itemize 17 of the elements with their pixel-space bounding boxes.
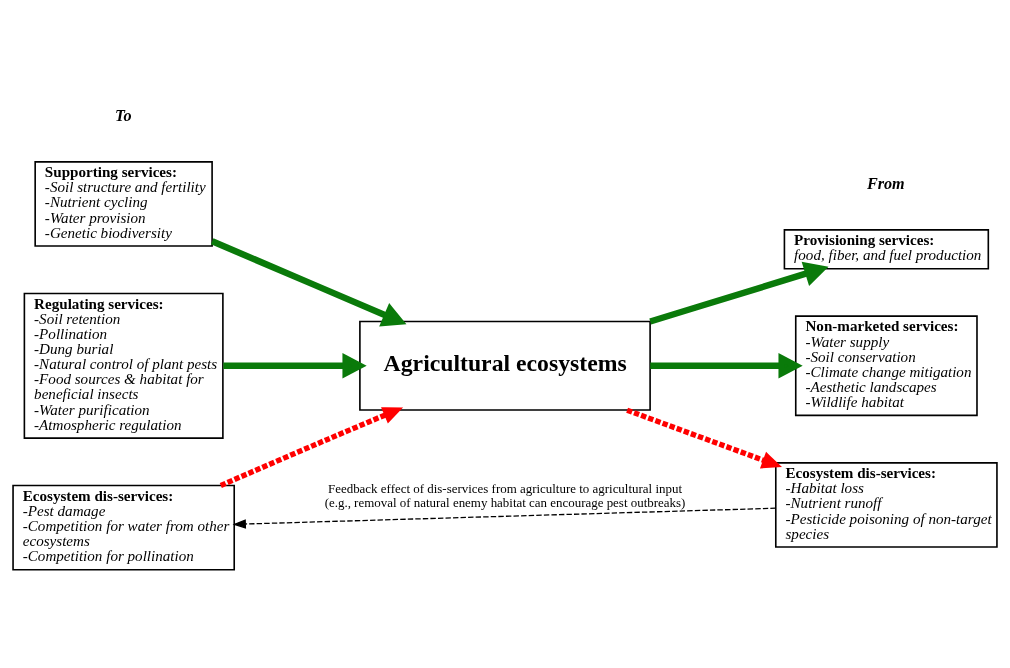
node-box: Ecosystem dis-services: -Pest damage -Competition for water from other ecosystems -Competition for pollination [12,484,235,570]
node-box: Ecosystem dis-services: -Habitat loss -Nutrient runoff -Pesticide poisoning of non-target species [775,461,998,548]
arrow [649,261,829,325]
arrow [223,352,367,378]
edge-label: Feedback effect of dis-services from agriculture to agricultural input (e.g., removal of natural enemy habitat can encourage pest outbreaks) [324,480,686,510]
node-box: Regulating services: -Soil retention -Pollination -Dung burial -Natural control of plant pests -Food sources & habitat for beneficial insects -Water purification -Atmospheric regulation [23,292,224,439]
label: From [866,174,905,192]
node-box: Non-marketed services: -Water supply -Soil conservation -Climate change mitigation -Aesthetic landscapes -Wildlife habitat [794,314,978,416]
node-box: Provisioning services: food, fiber, and fuel production [783,228,990,269]
arrow [626,407,782,468]
node-box: Supporting services: -Soil structure and fertility -Nutrient cycling -Water provision -Genetic biodiversity [34,160,213,247]
arrow [210,237,407,326]
arrow [650,352,803,378]
node-box: Agricultural ecosystems [359,320,651,411]
arrow [232,507,777,529]
arrow [219,406,404,488]
label: To [115,106,132,124]
